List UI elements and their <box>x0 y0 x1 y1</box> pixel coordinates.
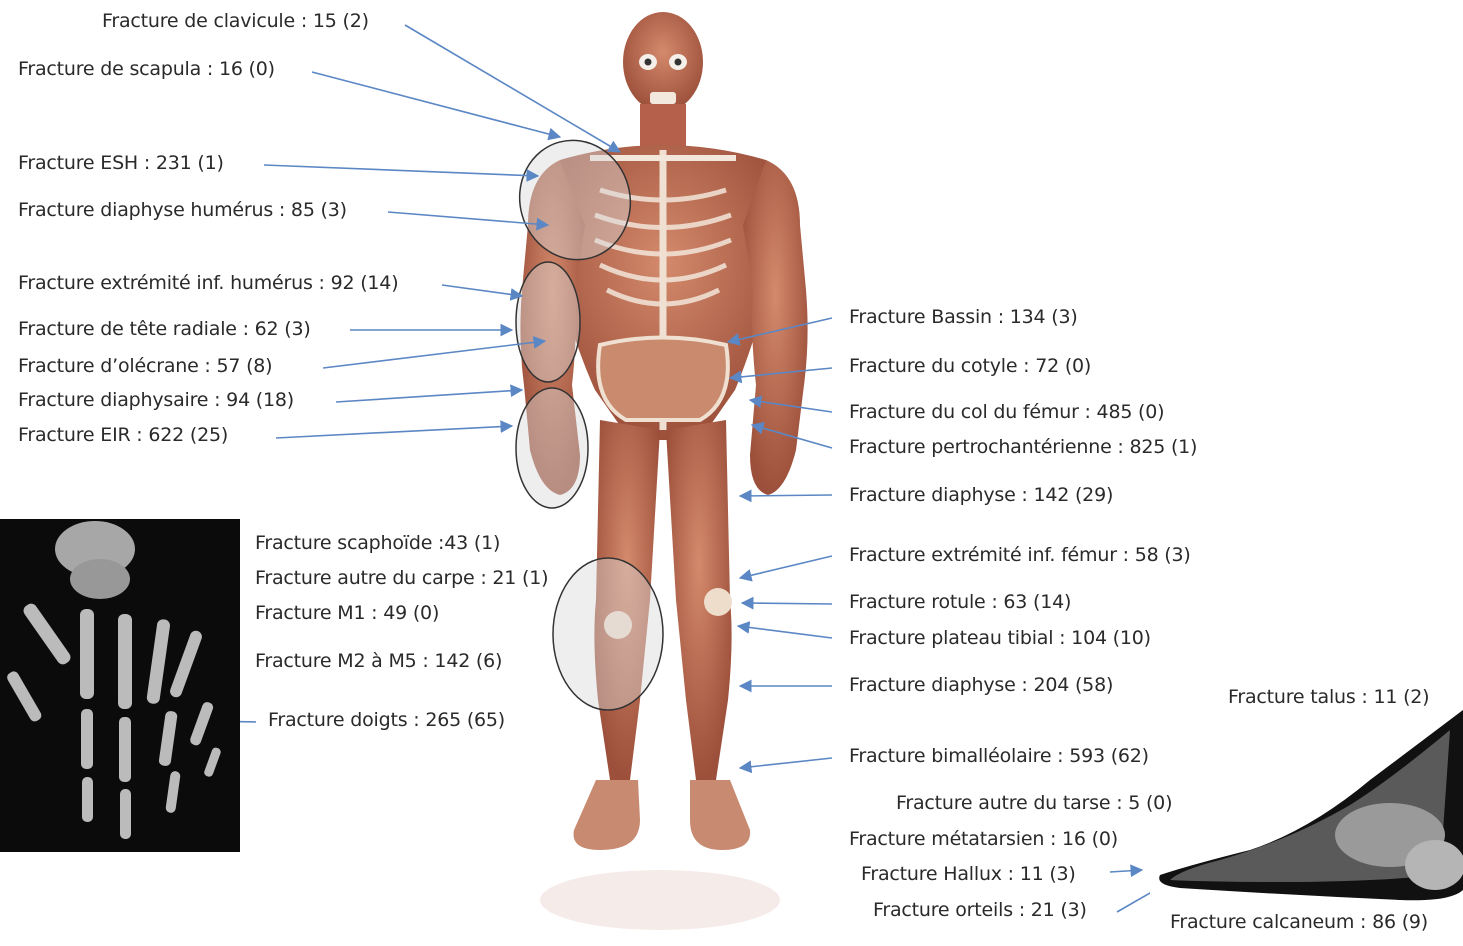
label-diaphyse-humerus: Fracture diaphyse humérus : 85 (3) <box>18 199 347 221</box>
label-bassin: Fracture Bassin : 134 (3) <box>849 306 1078 328</box>
label-hallux: Fracture Hallux : 11 (3) <box>861 863 1076 885</box>
label-doigts: Fracture doigts : 265 (65) <box>268 709 505 731</box>
label-olecrane: Fracture d’olécrane : 57 (8) <box>18 355 272 377</box>
label-m1: Fracture M1 : 49 (0) <box>255 602 439 624</box>
label-metatarsien: Fracture métatarsien : 16 (0) <box>849 828 1118 850</box>
wrist-region-ellipse <box>516 388 588 508</box>
label-autre-carpe: Fracture autre du carpe : 21 (1) <box>255 567 548 589</box>
label-scapula: Fracture de scapula : 16 (0) <box>18 58 275 80</box>
knee-region-ellipse <box>553 558 663 710</box>
label-tete-radiale: Fracture de tête radiale : 62 (3) <box>18 318 311 340</box>
label-diaphyse-tibia: Fracture diaphyse : 204 (58) <box>849 674 1113 696</box>
label-esh: Fracture ESH : 231 (1) <box>18 152 224 174</box>
label-pertrochanterienne: Fracture pertrochantérienne : 825 (1) <box>849 436 1197 458</box>
label-autre-tarse: Fracture autre du tarse : 5 (0) <box>896 792 1172 814</box>
label-talus: Fracture talus : 11 (2) <box>1228 686 1429 708</box>
hand-xray-image <box>0 519 240 852</box>
label-orteils: Fracture orteils : 21 (3) <box>873 899 1087 921</box>
label-m2-m5: Fracture M2 à M5 : 142 (6) <box>255 650 502 672</box>
label-calcaneum: Fracture calcaneum : 86 (9) <box>1170 911 1428 933</box>
label-clavicule: Fracture de clavicule : 15 (2) <box>102 10 369 32</box>
label-diaphysaire: Fracture diaphysaire : 94 (18) <box>18 389 294 411</box>
label-cotyle: Fracture du cotyle : 72 (0) <box>849 355 1091 377</box>
label-col-femur: Fracture du col du fémur : 485 (0) <box>849 401 1164 423</box>
label-bimalleolaire: Fracture bimalléolaire : 593 (62) <box>849 745 1149 767</box>
label-extremite-inf-femur: Fracture extrémité inf. fémur : 58 (3) <box>849 544 1191 566</box>
label-diaphyse-femur: Fracture diaphyse : 142 (29) <box>849 484 1113 506</box>
label-eir: Fracture EIR : 622 (25) <box>18 424 228 446</box>
label-scaphoide: Fracture scaphoïde :43 (1) <box>255 532 500 554</box>
foot-xray-image <box>1150 690 1463 946</box>
label-rotule: Fracture rotule : 63 (14) <box>849 591 1071 613</box>
label-plateau-tibial: Fracture plateau tibial : 104 (10) <box>849 627 1151 649</box>
label-extremite-inf-humerus: Fracture extrémité inf. humérus : 92 (14… <box>18 272 398 294</box>
elbow-region-ellipse <box>516 262 580 382</box>
